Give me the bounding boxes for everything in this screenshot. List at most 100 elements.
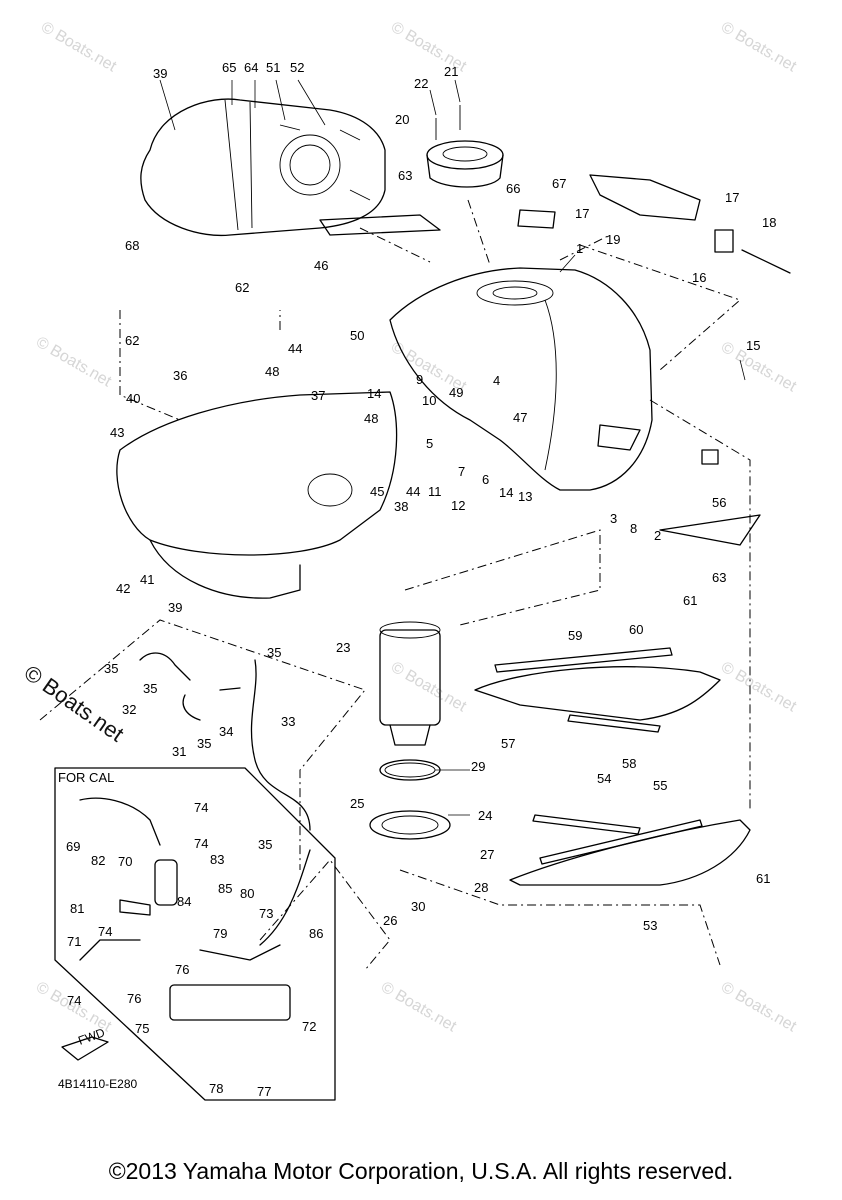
callout-23: 23 — [336, 640, 350, 655]
callout-12: 12 — [451, 498, 465, 513]
callout-14: 14 — [367, 386, 381, 401]
callout-22: 22 — [414, 76, 428, 91]
callout-83: 83 — [210, 852, 224, 867]
callout-30: 30 — [411, 899, 425, 914]
callout-65: 65 — [222, 60, 236, 75]
callout-6: 6 — [482, 472, 489, 487]
fuel-cap-drawing — [426, 105, 504, 188]
callout-77: 77 — [257, 1084, 271, 1099]
callout-48: 48 — [364, 411, 378, 426]
callout-63: 63 — [398, 168, 412, 183]
callout-51: 51 — [266, 60, 280, 75]
callout-11: 11 — [428, 484, 442, 499]
callout-34: 34 — [219, 724, 233, 739]
callout-74: 74 — [98, 924, 112, 939]
callout-76: 76 — [127, 991, 141, 1006]
callout-43: 43 — [110, 425, 124, 440]
fuel-pump-drawing — [369, 621, 451, 840]
callout-75: 75 — [135, 1021, 149, 1036]
callout-47: 47 — [513, 410, 527, 425]
callout-54: 54 — [597, 771, 611, 786]
callout-59: 59 — [568, 628, 582, 643]
callout-62: 62 — [235, 280, 249, 295]
callout-17: 17 — [575, 206, 589, 221]
watermarks: © Boats.net © Boats.net © Boats.net © Bo… — [33, 19, 800, 1036]
callout-80: 80 — [240, 886, 254, 901]
callout-82: 82 — [91, 853, 105, 868]
callout-32: 32 — [122, 702, 136, 717]
callout-50: 50 — [350, 328, 364, 343]
callout-33: 33 — [281, 714, 295, 729]
callout-52: 52 — [290, 60, 304, 75]
callout-3: 3 — [610, 511, 617, 526]
for-cal-inset: FOR CAL FWD 4B14110-E280 — [54, 767, 336, 1101]
callout-45: 45 — [370, 484, 384, 499]
hoses-drawing — [139, 652, 311, 831]
callout-74: 74 — [194, 836, 208, 851]
callout-25: 25 — [350, 796, 364, 811]
callout-73: 73 — [259, 906, 273, 921]
inset-title: FOR CAL — [58, 770, 114, 785]
callout-41: 41 — [140, 572, 154, 587]
callout-35: 35 — [197, 736, 211, 751]
watermark: © Boats.net — [718, 659, 800, 716]
callout-2: 2 — [654, 528, 661, 543]
callout-1: 1 — [576, 241, 583, 256]
watermark: © Boats.net — [38, 19, 120, 76]
callout-18: 18 — [762, 215, 776, 230]
callout-13: 13 — [518, 489, 532, 504]
callout-57: 57 — [501, 736, 515, 751]
callout-60: 60 — [629, 622, 643, 637]
callout-85: 85 — [218, 881, 232, 896]
callout-84: 84 — [177, 894, 191, 909]
callout-70: 70 — [118, 854, 132, 869]
callout-67: 67 — [552, 176, 566, 191]
callout-64: 64 — [244, 60, 258, 75]
watermark: © Boats.net — [388, 659, 470, 716]
callout-35: 35 — [143, 681, 157, 696]
callout-17: 17 — [725, 190, 739, 205]
callout-78: 78 — [209, 1081, 223, 1096]
brackets-drawing — [319, 174, 791, 546]
fuel-tank-drawing — [389, 267, 653, 491]
callout-15: 15 — [746, 338, 760, 353]
callout-38: 38 — [394, 499, 408, 514]
watermark: © Boats.net — [718, 979, 800, 1036]
callout-58: 58 — [622, 756, 636, 771]
callout-27: 27 — [480, 847, 494, 862]
callout-49: 49 — [449, 385, 463, 400]
fwd-label: FWD — [76, 1025, 107, 1048]
callout-69: 69 — [66, 839, 80, 854]
callout-leaders — [159, 79, 746, 816]
callout-74: 74 — [67, 993, 81, 1008]
watermark: © Boats.net — [378, 979, 460, 1036]
callout-16: 16 — [692, 270, 706, 285]
callout-63: 63 — [712, 570, 726, 585]
callout-76: 76 — [175, 962, 189, 977]
side-panels-drawing — [474, 647, 751, 886]
callout-24: 24 — [478, 808, 492, 823]
callout-5: 5 — [426, 436, 433, 451]
callout-44: 44 — [406, 484, 420, 499]
callout-37: 37 — [311, 388, 325, 403]
callout-4: 4 — [493, 373, 500, 388]
callout-36: 36 — [173, 368, 187, 383]
callout-7: 7 — [458, 464, 465, 479]
callout-48: 48 — [265, 364, 279, 379]
callout-56: 56 — [712, 495, 726, 510]
callout-62: 62 — [125, 333, 139, 348]
callout-10: 10 — [422, 393, 436, 408]
callout-21: 21 — [444, 64, 458, 79]
callout-71: 71 — [67, 934, 81, 949]
tank-cover-drawing — [140, 98, 386, 237]
copyright-text: ©2013 Yamaha Motor Corporation, U.S.A. A… — [108, 1158, 734, 1184]
callout-53: 53 — [643, 918, 657, 933]
callout-35: 35 — [267, 645, 281, 660]
callout-29: 29 — [471, 759, 485, 774]
assembly-lines — [39, 199, 751, 971]
callout-28: 28 — [474, 880, 488, 895]
callout-68: 68 — [125, 238, 139, 253]
side-tank-drawing — [116, 391, 398, 599]
callout-35: 35 — [258, 837, 272, 852]
fwd-arrow-icon — [61, 1036, 109, 1061]
